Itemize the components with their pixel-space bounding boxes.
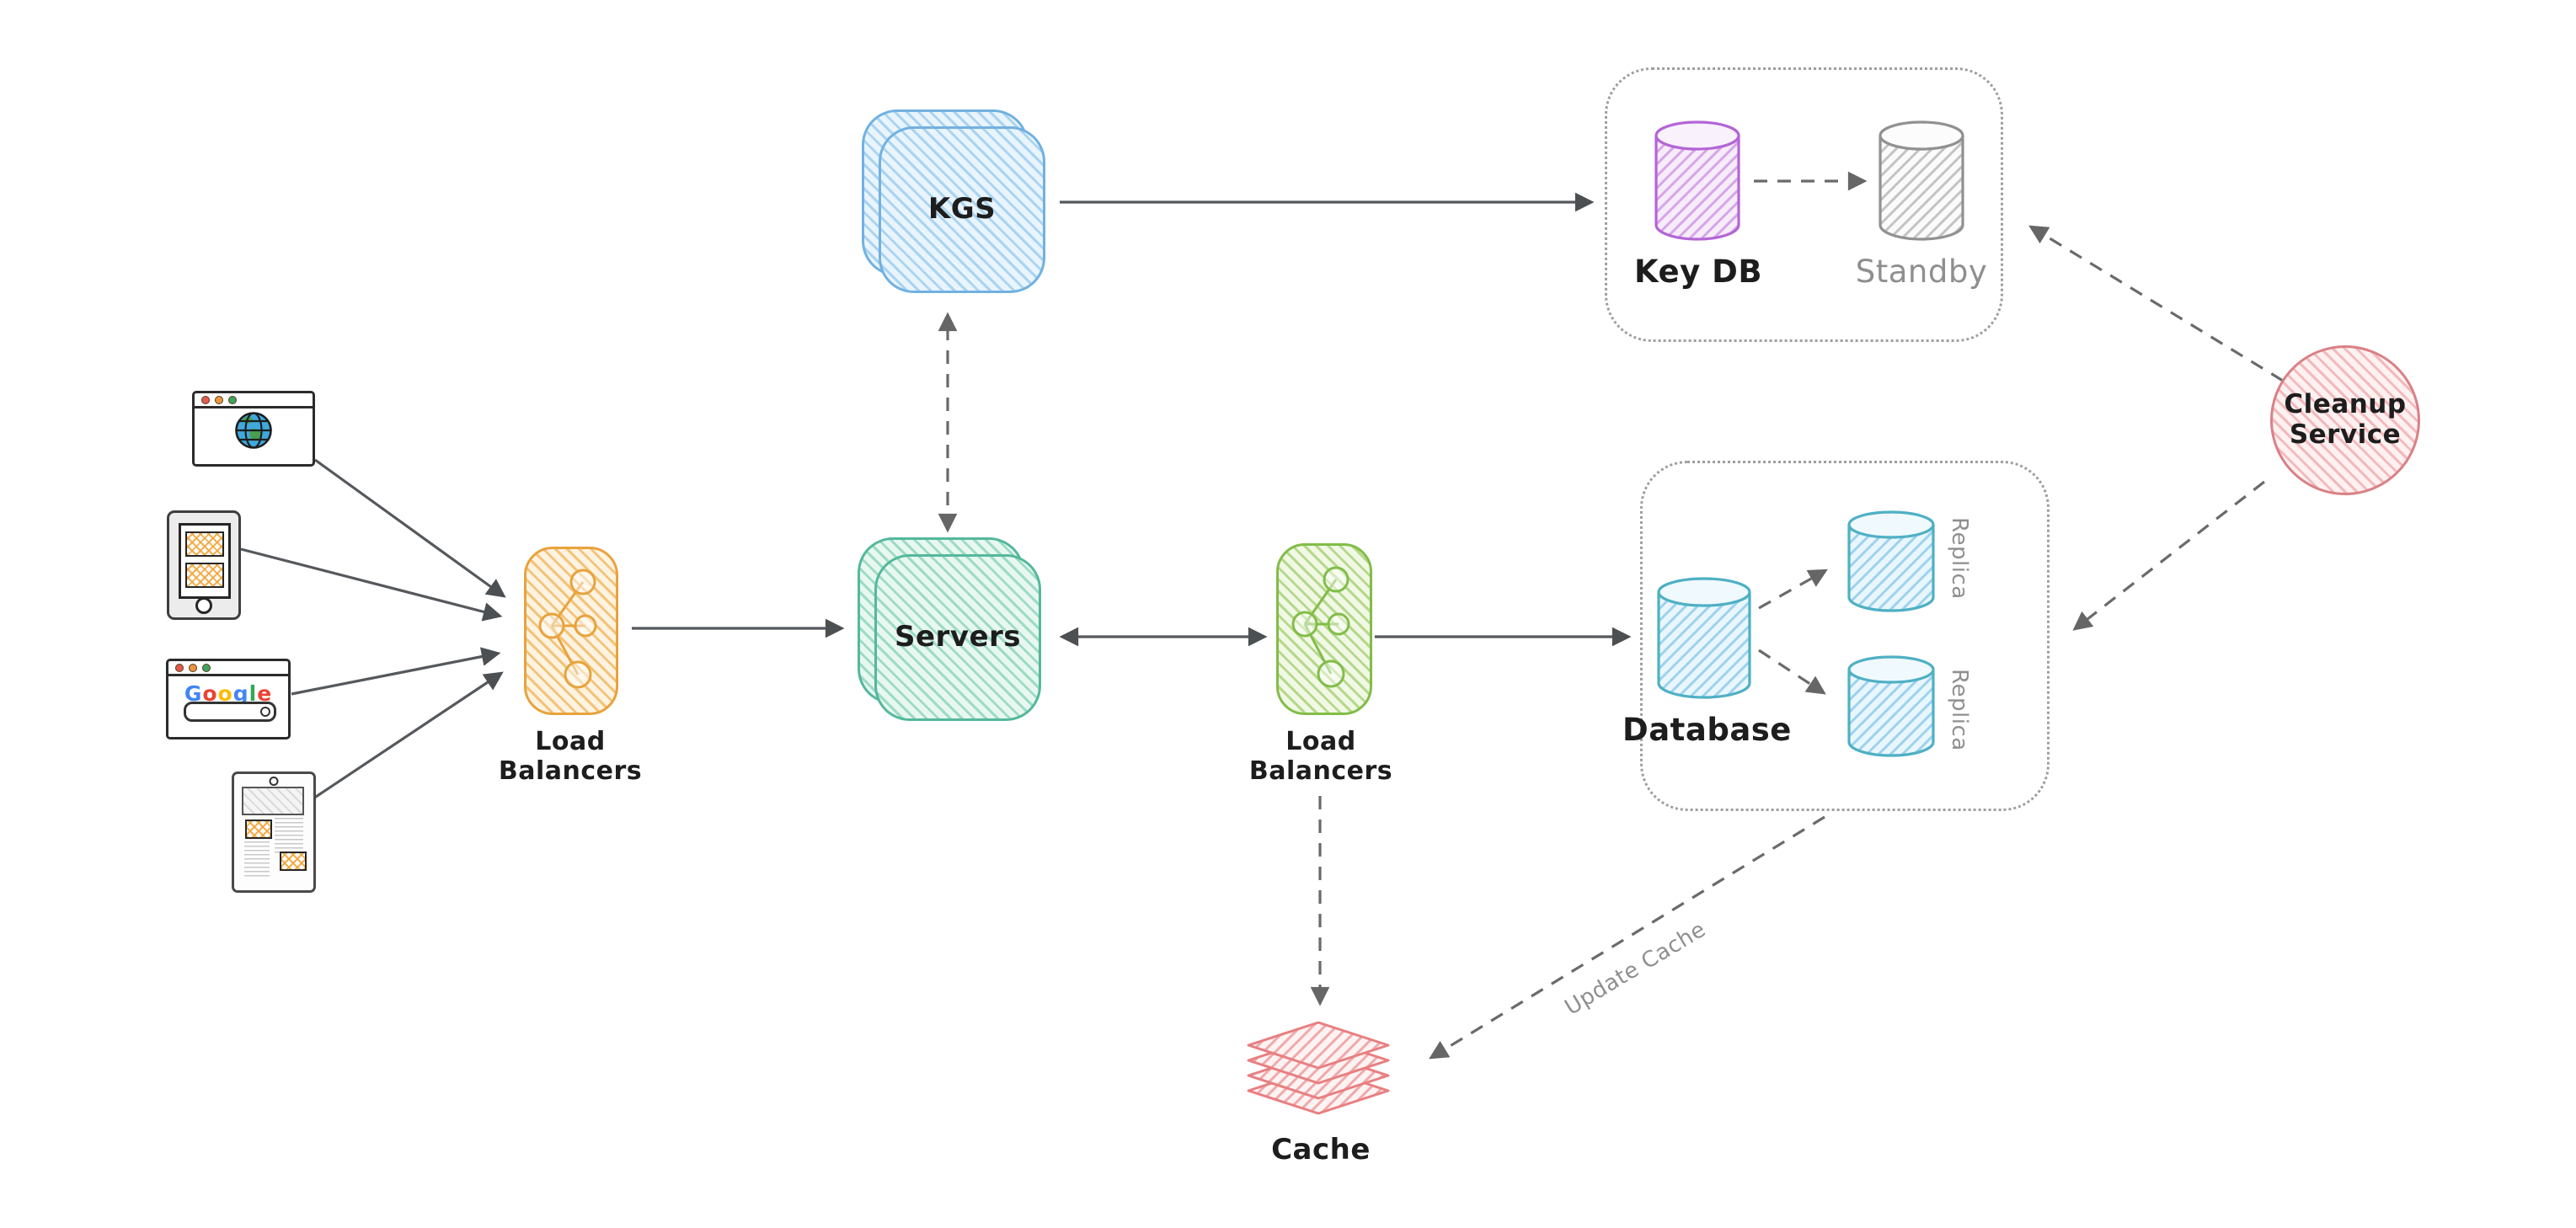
client-mobile-phone (167, 510, 241, 620)
window-dot-red (175, 663, 184, 672)
phone-content-block (185, 531, 224, 557)
update-cache-edge-label: Update Cache (1560, 916, 1711, 1021)
load-balancer-left (524, 547, 618, 715)
servers-front-square: Servers (874, 554, 1041, 721)
phone-content-block (185, 563, 224, 588)
standby-label: Standby (1855, 254, 1988, 290)
magnifier-icon (260, 707, 270, 717)
browser-titlebar (195, 393, 313, 408)
cache-label: Cache (1271, 1133, 1371, 1167)
window-dot-orange (215, 395, 223, 404)
kgs-node: KGS (862, 109, 1045, 293)
key-db-label: Key DB (1633, 254, 1763, 290)
database-group (1640, 461, 2050, 811)
tablet-text-scribble (244, 841, 270, 878)
database-label: Database (1622, 712, 1792, 748)
load-balancer-left-label: Load Balancers (498, 727, 643, 786)
cache-layers-icon (1247, 1021, 1390, 1115)
key-db-cylinder (1654, 120, 1740, 241)
replica-bottom-cylinder (1847, 655, 1935, 757)
edge-cleanup-to-keydb-group (2028, 225, 2284, 382)
client-tablet (232, 772, 316, 893)
cleanup-service-label: Cleanup Service (2284, 389, 2407, 450)
browser-titlebar (168, 661, 288, 676)
kgs-label: KGS (927, 192, 997, 227)
share-nodes-icon (538, 569, 597, 689)
cleanup-service-node: Cleanup Service (2270, 345, 2420, 495)
share-nodes-icon (1291, 566, 1350, 688)
replica-top-label: Replica (1946, 517, 1972, 600)
tablet-camera-dot (269, 777, 279, 786)
replica-top-cylinder (1847, 510, 1935, 612)
tablet-text-scribble (275, 818, 303, 853)
google-logo-last-letter: e (257, 681, 273, 706)
load-balancer-right-label: Load Balancers (1248, 727, 1393, 786)
load-balancer-right (1276, 543, 1372, 715)
window-dot-orange (189, 663, 197, 672)
edge-cleanup-to-db-group (2072, 480, 2265, 631)
window-dot-red (201, 395, 210, 404)
client-search-browser: Google (166, 659, 291, 739)
standby-cylinder (1879, 120, 1964, 241)
edge-tablet-to-lb (313, 671, 504, 800)
key-db-group (1605, 67, 2003, 342)
phone-home-button (195, 597, 212, 614)
edge-desktop-to-lb (314, 458, 506, 598)
client-desktop-browser (192, 391, 315, 467)
tablet-image-block (280, 852, 307, 871)
search-bar (184, 702, 276, 722)
replica-bottom-label: Replica (1946, 669, 1972, 751)
tablet-image-block (245, 820, 272, 839)
edge-dbgroup-to-cache-update (1429, 815, 1825, 1060)
servers-node: Servers (858, 537, 1041, 721)
edge-phone-to-lb (240, 547, 503, 622)
tablet-header-image (242, 787, 304, 815)
phone-screen (179, 523, 231, 599)
kgs-front-square: KGS (879, 126, 1045, 293)
database-cylinder (1657, 577, 1751, 699)
window-dot-green (202, 663, 211, 672)
edge-search-to-lb (291, 647, 501, 696)
servers-label: Servers (894, 620, 1022, 654)
google-logo: Google (184, 681, 273, 706)
globe-icon (235, 412, 272, 449)
window-dot-green (228, 395, 237, 404)
